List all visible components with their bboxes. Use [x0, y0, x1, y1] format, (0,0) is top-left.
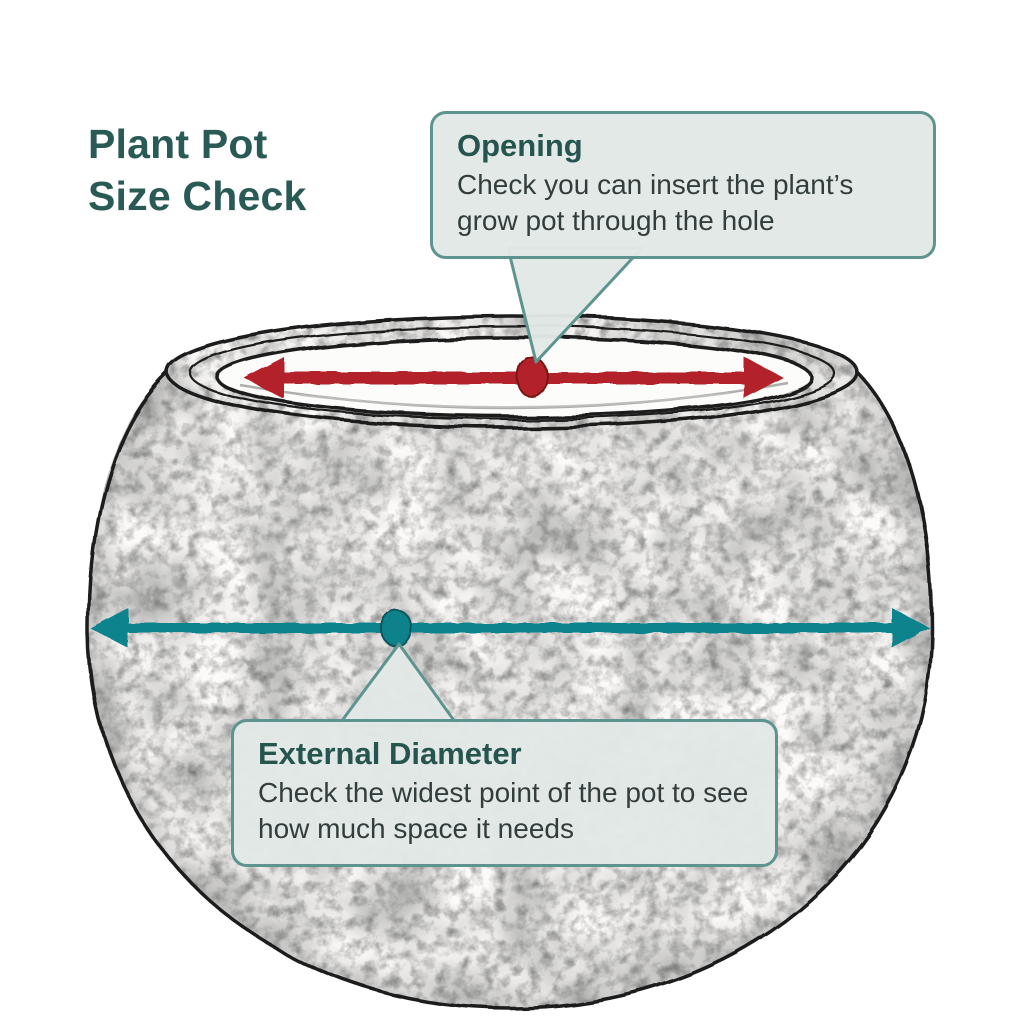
pot-outline [86, 314, 934, 1010]
page-title: Plant Pot Size Check [88, 118, 307, 223]
page-title-line1: Plant Pot [88, 121, 268, 167]
diameter-midpoint-dot [380, 609, 412, 647]
opening-callout-heading: Opening [457, 128, 583, 163]
external-diameter-callout-body: Check the widest point of the pot to see… [258, 777, 749, 844]
page-title-line2: Size Check [88, 173, 307, 220]
opening-callout-body: Check you can insert the plant’s grow po… [457, 169, 854, 236]
external-diameter-callout: External Diameter Check the widest point… [231, 719, 778, 867]
pot-opening-shading [239, 381, 789, 410]
external-diameter-callout-heading: External Diameter [258, 736, 522, 771]
opening-width-arrow [244, 356, 784, 399]
opening-callout: Opening Check you can insert the plant’s… [430, 111, 936, 259]
pot-sketch [86, 314, 934, 1010]
opening-midpoint-dot [516, 356, 548, 398]
